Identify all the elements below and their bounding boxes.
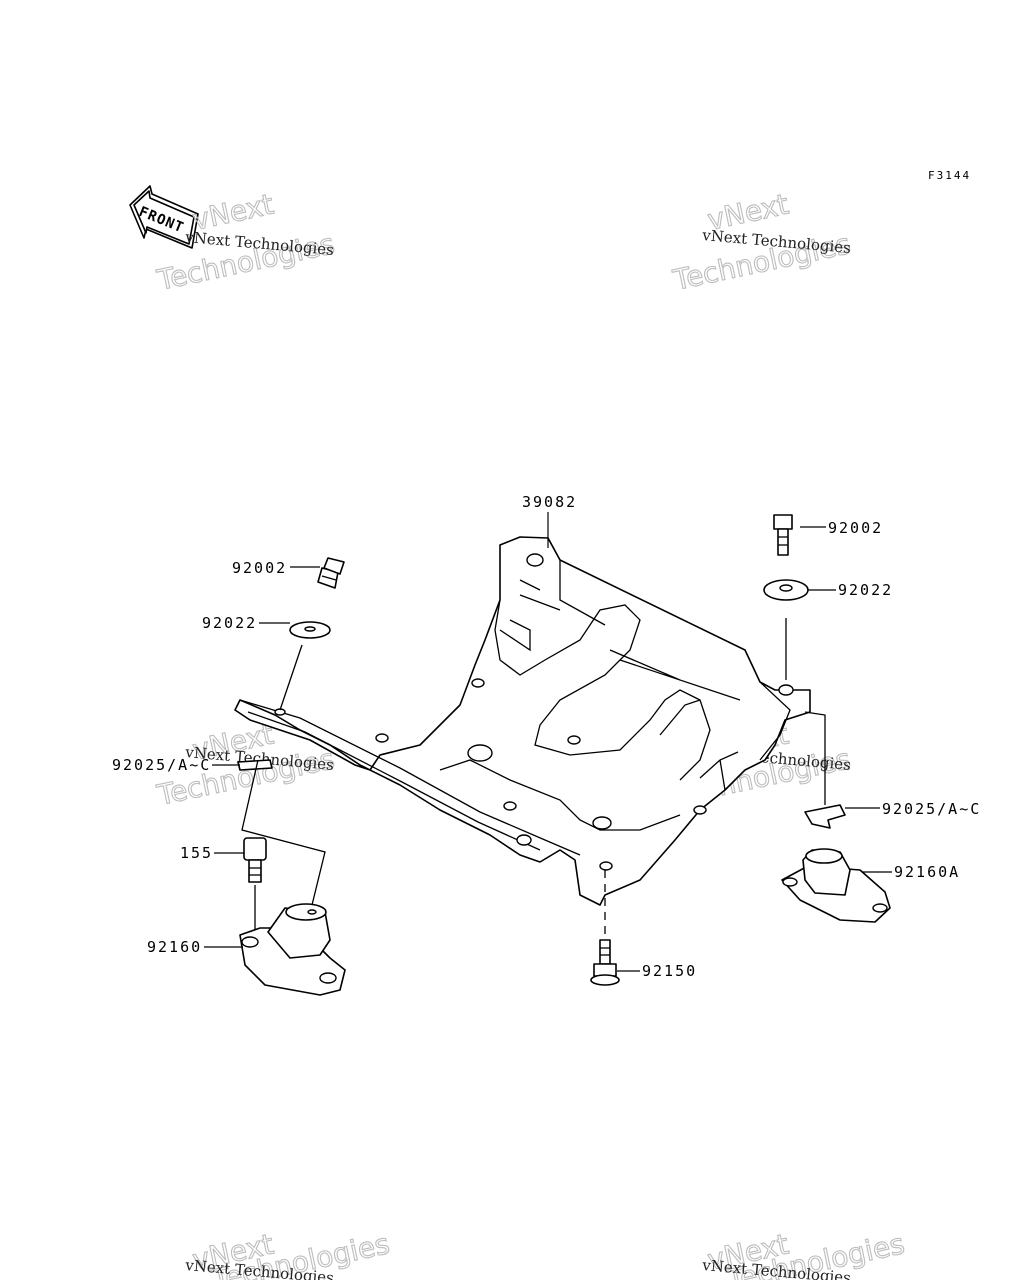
bolt-92002-right	[773, 514, 793, 556]
watermark-top-right: vNext Technologies vNext Technologies	[669, 187, 854, 298]
bolt-155	[243, 837, 267, 883]
label-155: 155	[180, 844, 213, 862]
washer-92022-left	[289, 621, 331, 639]
label-92002-right: 92002	[828, 519, 883, 537]
watermark-bottom-left: vNext Technologies vNext Technologies	[184, 1227, 393, 1280]
label-92150: 92150	[642, 962, 697, 980]
washer-92022-right	[763, 579, 809, 601]
engine-mount-frame	[234, 536, 811, 906]
clip-92025-left	[237, 759, 273, 771]
engine-mount-92160	[239, 903, 346, 996]
label-92160a: 92160A	[894, 863, 960, 881]
clip-92025-right	[804, 804, 846, 829]
assembly-lines	[241, 618, 826, 935]
watermark-bottom-right: vNext Technologies vNext Technologies	[701, 1227, 908, 1280]
leader-lines	[204, 512, 892, 972]
label-92022-left: 92022	[202, 614, 257, 632]
engine-mount-92160a	[781, 848, 891, 923]
label-39082: 39082	[522, 493, 577, 511]
label-92002-left: 92002	[232, 559, 287, 577]
label-92022-right: 92022	[838, 581, 893, 599]
bolt-92150	[590, 939, 620, 986]
label-92025-left: 92025/A~C	[112, 756, 211, 774]
label-92160: 92160	[147, 938, 202, 956]
label-92025-right: 92025/A~C	[882, 800, 981, 818]
front-arrow-icon: FRONT	[129, 185, 199, 249]
figure-code: F3144	[928, 169, 971, 182]
bolt-92002-left	[317, 557, 345, 589]
